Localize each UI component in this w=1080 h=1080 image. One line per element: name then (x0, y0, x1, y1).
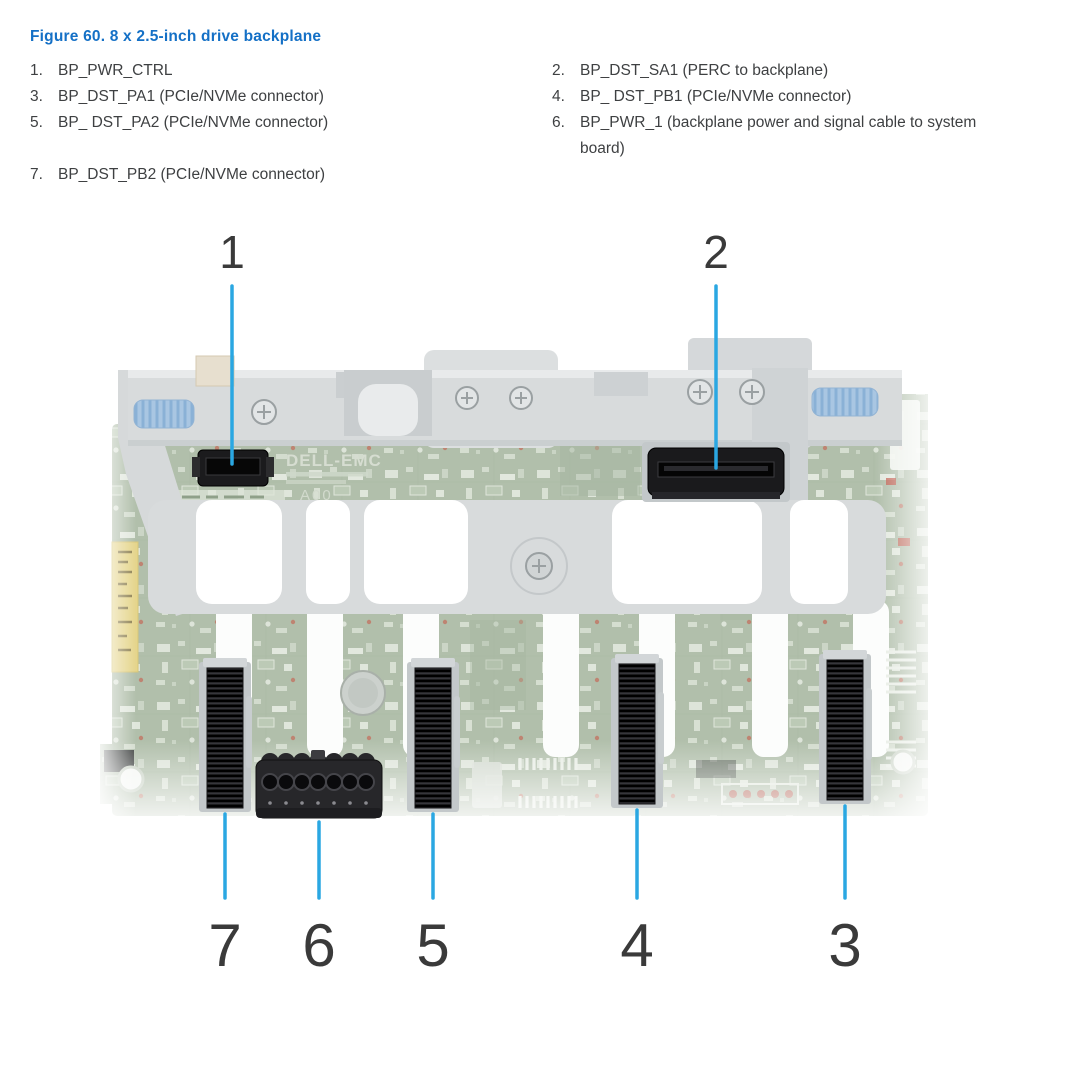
thumbwheel-right (811, 387, 879, 417)
legend-label: BP_PWR_CTRL (58, 62, 173, 79)
connector-bp-dst-pb2 (199, 658, 252, 812)
legend-label: BP_DST_PB2 (PCIe/NVMe connector) (58, 166, 326, 183)
legend-item-5: 5. BP_ DST_PA2 (PCIe/NVMe connector) (30, 110, 552, 162)
callout-number-4: 4 (620, 912, 653, 979)
legend-label: BP_DST_SA1 (PERC to backplane) (580, 62, 829, 79)
dell-emc-logo: DELL-EMC (286, 451, 382, 470)
legend-number: 5. (30, 114, 43, 131)
legend-item-6: 6. BP_PWR_1 (backplane power and signal … (552, 110, 1032, 162)
legend-number: 3. (30, 88, 43, 105)
legend-number: 2. (552, 62, 565, 79)
callout-legend: 1. BP_PWR_CTRL 2. BP_DST_SA1 (PERC to ba… (30, 58, 1032, 188)
screw (251, 379, 765, 580)
legend-label: BP_PWR_1 (backplane power and signal cab… (580, 114, 977, 157)
callout-number-3: 3 (828, 912, 861, 979)
photo-fade (96, 388, 944, 830)
connector-bp-dst-pa2 (407, 658, 460, 812)
callout-number-6: 6 (302, 912, 335, 979)
legend-number: 6. (552, 114, 565, 131)
connector-bp-pwr-1 (255, 750, 383, 819)
legend-item-3: 3. BP_DST_PA1 (PCIe/NVMe connector) (30, 84, 552, 110)
legend-label: BP_ DST_PA2 (PCIe/NVMe connector) (58, 114, 329, 131)
callout-number-5: 5 (416, 912, 449, 979)
connector-bp-dst-pb1 (611, 654, 664, 808)
legend-number: 7. (30, 166, 43, 183)
callout-number-2: 2 (703, 226, 729, 278)
legend-item-2: 2. BP_DST_SA1 (PERC to backplane) (552, 58, 1032, 84)
revision-text: A00 (300, 487, 333, 504)
connector-bp-dst-pa1 (819, 650, 872, 804)
legend-item-7: 7. BP_DST_PB2 (PCIe/NVMe connector) (30, 162, 552, 188)
legend-item-1: 1. BP_PWR_CTRL (30, 58, 552, 84)
callout-number-7: 7 (208, 912, 241, 979)
legend-number: 1. (30, 62, 43, 79)
bracket-tab (195, 355, 235, 387)
figure-title: Figure 60. 8 x 2.5-inch drive backplane (30, 28, 322, 45)
metal-bracket (118, 338, 902, 616)
legend-item-4: 4. BP_ DST_PB1 (PCIe/NVMe connector) (552, 84, 1032, 110)
thumbwheel-left (133, 399, 195, 429)
connector-bp-pwr-ctrl (192, 449, 274, 487)
callout-number-1: 1 (219, 226, 245, 278)
legend-label: BP_DST_PA1 (PCIe/NVMe connector) (58, 88, 324, 105)
legend-label: BP_ DST_PB1 (PCIe/NVMe connector) (580, 88, 852, 105)
legend-number: 4. (552, 88, 565, 105)
